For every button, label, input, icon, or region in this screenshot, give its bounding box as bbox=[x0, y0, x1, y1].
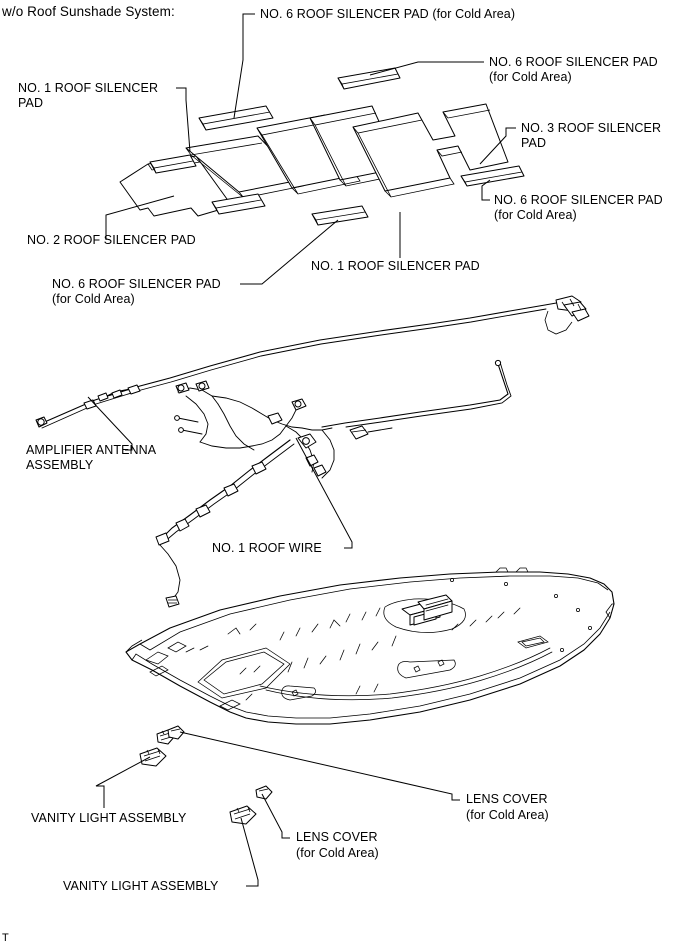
label-no3-roof-silencer-pad-line2: PAD bbox=[521, 136, 547, 150]
label-vanity-light-assembly-left: VANITY LIGHT ASSEMBLY bbox=[31, 811, 187, 825]
leader-no2-left bbox=[105, 195, 175, 240]
label-no6-roof-silencer-pad-mid-right-line1: NO. 6 ROOF SILENCER PAD bbox=[494, 193, 663, 207]
label-amplifier-antenna-assembly-line2: ASSEMBLY bbox=[26, 458, 94, 472]
label-no6-roof-silencer-pad-top-right-line2: (for Cold Area) bbox=[489, 70, 572, 84]
label-no1-roof-wire: NO. 1 ROOF WIRE bbox=[212, 541, 322, 555]
leader-lines-bottom bbox=[95, 731, 460, 887]
leader-no3-right bbox=[479, 127, 516, 165]
label-no1-roof-silencer-pad-center: NO. 1 ROOF SILENCER PAD bbox=[311, 259, 480, 273]
lens-cover-cold-area-mid bbox=[255, 785, 273, 800]
label-no6-roof-silencer-pad-top-right-line1: NO. 6 ROOF SILENCER PAD bbox=[489, 55, 658, 69]
leader-no6-mid-right bbox=[481, 179, 491, 201]
leader-no6-top-right bbox=[369, 61, 484, 76]
leader-lines-wire bbox=[87, 396, 353, 549]
label-amplifier-antenna-assembly-line1: AMPLIFIER ANTENNA bbox=[26, 443, 157, 457]
leader-vanity-light-lower bbox=[240, 817, 259, 887]
roof-silencer-pad-group bbox=[119, 67, 525, 226]
vanity-light-and-lens-cover-parts bbox=[139, 725, 273, 825]
label-lens-cover-right-line2: (for Cold Area) bbox=[466, 808, 549, 822]
footer-mark: T bbox=[2, 932, 9, 944]
vanity-light-assembly-lower bbox=[229, 805, 257, 825]
label-no6-roof-silencer-pad-lower-left-line2: (for Cold Area) bbox=[52, 292, 135, 306]
label-lens-cover-mid-line1: LENS COVER bbox=[296, 830, 378, 844]
page-title: w/o Roof Sunshade System: bbox=[2, 4, 175, 19]
leader-no6-lower-left bbox=[240, 219, 339, 285]
label-no6-roof-silencer-pad-mid-right-line2: (for Cold Area) bbox=[494, 208, 577, 222]
leader-vanity-light-left bbox=[95, 756, 151, 808]
label-no6-roof-silencer-pad-top-center: NO. 6 ROOF SILENCER PAD (for Cold Area) bbox=[260, 7, 516, 21]
roof-headlining bbox=[125, 567, 615, 725]
label-no1-roof-silencer-pad-top-left-line2: PAD bbox=[18, 96, 44, 110]
label-vanity-light-assembly-lower: VANITY LIGHT ASSEMBLY bbox=[63, 879, 219, 893]
leader-no6-top-center bbox=[233, 13, 255, 119]
vanity-light-assembly-left bbox=[139, 747, 167, 767]
leader-lens-cover-mid bbox=[261, 793, 290, 839]
leader-no1-top-left bbox=[176, 87, 191, 153]
leader-lens-cover-right bbox=[179, 731, 460, 801]
no-6-roof-silencer-pad-strip-left bbox=[149, 154, 197, 174]
leader-amplifier-antenna bbox=[87, 396, 133, 451]
label-lens-cover-mid-line2: (for Cold Area) bbox=[296, 846, 379, 860]
label-no1-roof-silencer-pad-top-left-line1: NO. 1 ROOF SILENCER bbox=[18, 81, 159, 95]
no-6-roof-silencer-pad-strip-lower-mid bbox=[311, 205, 369, 226]
leader-no1-roof-wire bbox=[295, 437, 353, 549]
label-no2-roof-silencer-pad: NO. 2 ROOF SILENCER PAD bbox=[27, 233, 196, 247]
label-no3-roof-silencer-pad-line1: NO. 3 ROOF SILENCER bbox=[521, 121, 662, 135]
no-2-roof-silencer-pad bbox=[119, 155, 233, 217]
amplifier-antenna-assembly bbox=[174, 380, 393, 479]
label-no6-roof-silencer-pad-lower-left-line1: NO. 6 ROOF SILENCER PAD bbox=[52, 277, 221, 291]
lens-cover-cold-area-upper bbox=[167, 725, 185, 740]
leader-lines-pads bbox=[105, 13, 516, 285]
roof-wire-right-connector bbox=[544, 295, 590, 335]
no-1-roof-wire-group bbox=[35, 295, 590, 608]
label-lens-cover-right-line1: LENS COVER bbox=[466, 792, 548, 806]
no-6-roof-silencer-pad-strip-top-right bbox=[337, 67, 401, 90]
